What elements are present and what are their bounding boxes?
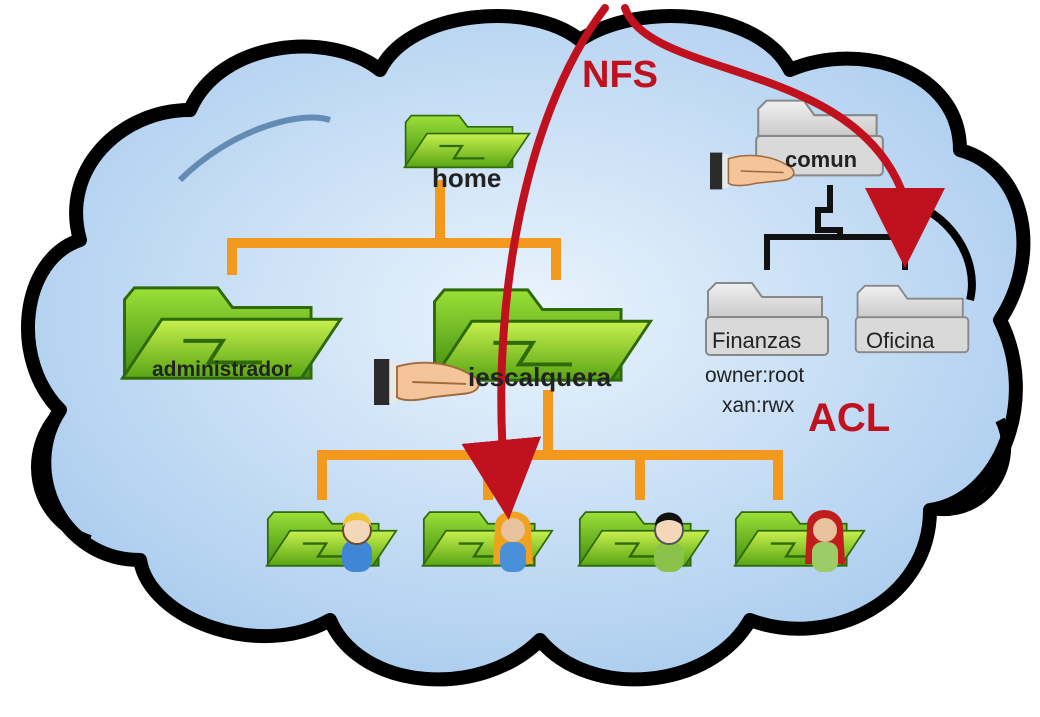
nfs-label: NFS — [582, 54, 658, 96]
comun-label[interactable]: comun — [785, 147, 858, 172]
user-icon — [342, 512, 372, 572]
user-icon — [654, 512, 684, 572]
home-label[interactable]: home — [432, 163, 502, 193]
administrador-label[interactable]: administrador — [152, 358, 293, 381]
acl-label: ACL — [808, 396, 891, 440]
oficina-label[interactable]: Oficina — [866, 328, 935, 353]
permission-label: xan:rwx — [722, 394, 795, 417]
nfs-arrows — [461, 4, 945, 520]
user-icon — [493, 511, 533, 572]
iescalquera-label[interactable]: iescalquera — [468, 362, 612, 392]
user-icon — [805, 510, 845, 572]
finanzas-label[interactable]: Finanzas — [712, 328, 802, 353]
owner-label: owner:root — [705, 364, 805, 387]
